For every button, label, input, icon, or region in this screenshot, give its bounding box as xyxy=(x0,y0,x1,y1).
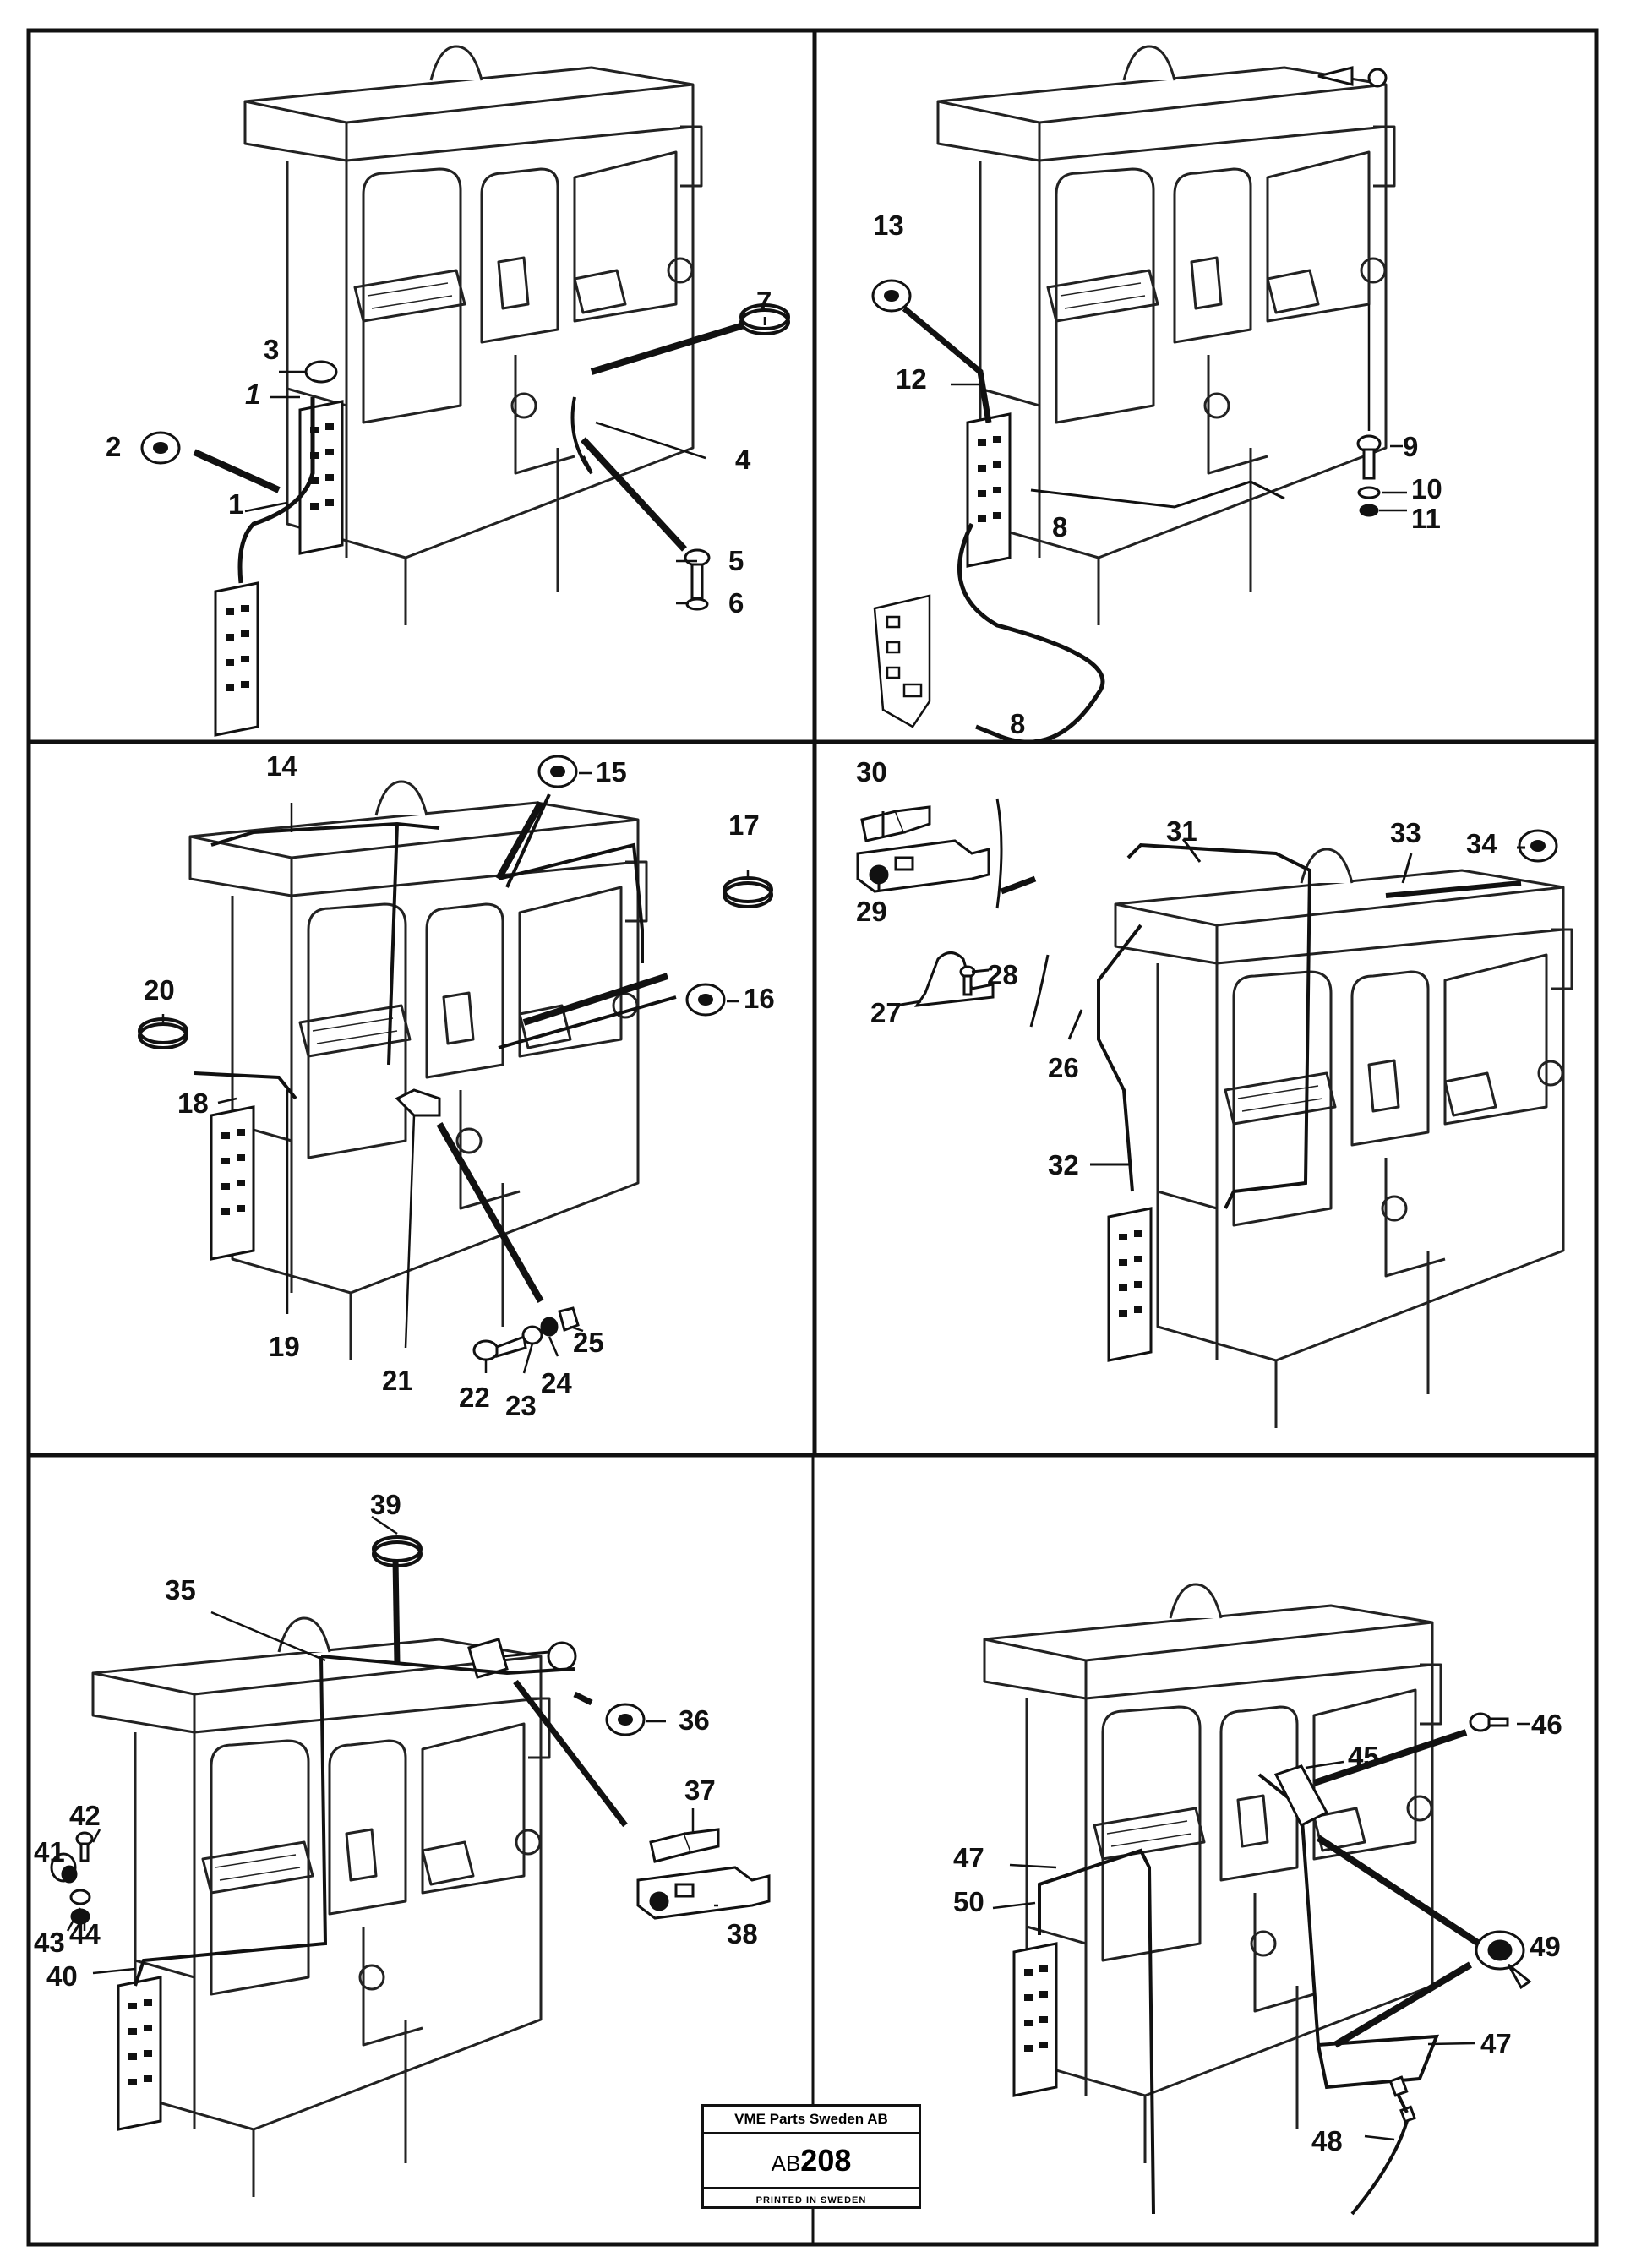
title-block-stamp: VME Parts Sweden AB AB208 PRINTED IN SWE… xyxy=(701,2104,921,2209)
printed-in-label: PRINTED IN SWEDEN xyxy=(755,2195,867,2205)
drawing-code-prefix: AB xyxy=(771,2151,801,2176)
callout-21: 21 xyxy=(382,1365,413,1396)
callout-10: 10 xyxy=(1411,473,1442,504)
callout-31: 31 xyxy=(1166,815,1197,847)
callout-19: 19 xyxy=(269,1331,300,1362)
fuse-panel xyxy=(298,400,344,555)
screw-46 xyxy=(1469,1712,1509,1732)
company-name: VME Parts Sweden AB xyxy=(704,2107,919,2134)
connector-29 xyxy=(856,839,990,893)
callout-46: 46 xyxy=(1531,1709,1562,1740)
panel-bottom-left: 39 35 36 37 38 42 41 43 44 40 xyxy=(34,1489,771,2199)
drawing-code: AB208 xyxy=(704,2134,919,2189)
panel-top-right: 13 12 8 8 9 10 11 xyxy=(871,45,1442,744)
callout-40: 40 xyxy=(46,1960,78,1992)
bolt-5 xyxy=(684,548,711,600)
screw-42 xyxy=(75,1831,94,1862)
connector-48 xyxy=(1388,2075,1416,2124)
terminal-30 xyxy=(860,805,931,842)
fuse-panel-remote xyxy=(214,581,259,737)
callout-45: 45 xyxy=(1348,1741,1379,1772)
clip-49 xyxy=(1475,1930,1532,1990)
callout-38: 38 xyxy=(727,1918,758,1949)
drawing-code-number: 208 xyxy=(800,2143,852,2178)
fuse-panel-detail xyxy=(873,594,931,728)
callout-24: 24 xyxy=(541,1367,572,1398)
callout-22: 22 xyxy=(459,1382,490,1413)
callout-27: 27 xyxy=(870,997,902,1028)
callout-48: 48 xyxy=(1311,2125,1343,2156)
callout-50: 50 xyxy=(953,1886,984,1917)
callout-20: 20 xyxy=(144,974,175,1006)
horn xyxy=(467,1638,577,1679)
screw-28 xyxy=(959,965,976,996)
panel-top-left: 3 1 2 1 7 4 5 6 xyxy=(106,45,790,737)
terminal-37 xyxy=(649,1828,720,1863)
callout-12: 12 xyxy=(896,363,927,395)
fuse-panel xyxy=(210,1105,255,1261)
connector-38 xyxy=(636,1866,771,1920)
callout-44: 44 xyxy=(69,1918,101,1949)
callout-17: 17 xyxy=(728,810,760,841)
callout-43: 43 xyxy=(34,1927,65,1958)
callout-13: 13 xyxy=(873,210,904,241)
callout-47-right: 47 xyxy=(1480,2028,1512,2059)
callout-23: 23 xyxy=(505,1390,537,1421)
callout-35: 35 xyxy=(165,1574,196,1606)
callout-1: 1 xyxy=(228,488,243,520)
clip-27 xyxy=(913,951,995,1007)
callout-11: 11 xyxy=(1411,503,1441,534)
callout-8-lower: 8 xyxy=(1010,708,1025,739)
horn xyxy=(1317,66,1388,88)
callout-6: 6 xyxy=(728,587,744,619)
callout-49: 49 xyxy=(1530,1931,1561,1962)
callout-2: 2 xyxy=(106,431,121,462)
panel-middle-left: 14 15 17 16 20 18 19 21 22 23 24 25 xyxy=(138,750,775,1421)
callout-36: 36 xyxy=(679,1704,710,1736)
callout-33: 33 xyxy=(1390,817,1421,848)
fuse-panel xyxy=(1012,1942,1058,2097)
callout-41: 41 xyxy=(34,1836,65,1867)
fuse-panel xyxy=(117,1976,162,2131)
callout-26: 26 xyxy=(1048,1052,1079,1083)
callout-16: 16 xyxy=(744,983,775,1014)
callout-18: 18 xyxy=(177,1088,209,1119)
callout-3: 3 xyxy=(264,334,279,365)
callout-28: 28 xyxy=(987,959,1018,990)
callout-7: 7 xyxy=(756,286,772,317)
fuse-panel xyxy=(966,412,1012,568)
callout-34: 34 xyxy=(1466,828,1497,859)
callout-1-upper: 1 xyxy=(245,379,260,410)
frame xyxy=(26,28,1599,2247)
panel-middle-right: 30 29 27 28 26 31 33 34 32 xyxy=(856,756,1573,1430)
callout-30: 30 xyxy=(856,756,887,788)
fuse-panel xyxy=(1107,1207,1153,1362)
callout-15: 15 xyxy=(596,756,627,788)
callout-42: 42 xyxy=(69,1800,101,1831)
callout-29: 29 xyxy=(856,896,887,927)
callout-4: 4 xyxy=(735,444,751,475)
callout-9: 9 xyxy=(1403,431,1418,462)
bolt-9 xyxy=(1356,434,1382,517)
callout-8-upper: 8 xyxy=(1052,511,1067,542)
callout-5: 5 xyxy=(728,545,744,576)
holder-41 xyxy=(50,1852,78,1884)
callout-32: 32 xyxy=(1048,1149,1079,1180)
screw-22 xyxy=(472,1306,580,1361)
callout-14: 14 xyxy=(266,750,297,782)
callout-47-left: 47 xyxy=(953,1842,984,1873)
panel-bottom-right: 45 46 47 50 49 47 48 xyxy=(953,1583,1562,2216)
callout-39: 39 xyxy=(370,1489,401,1520)
callout-37: 37 xyxy=(684,1775,716,1806)
bracket-45 xyxy=(1273,1764,1329,1828)
callout-25: 25 xyxy=(573,1327,604,1358)
